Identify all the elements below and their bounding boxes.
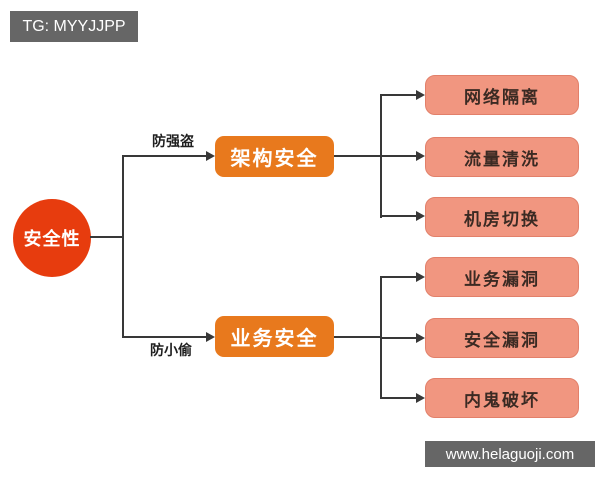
- connector-line: [380, 155, 418, 157]
- connector-line: [90, 236, 123, 238]
- leaf-node-security-vulnerability: 安全漏洞: [425, 318, 579, 358]
- edge-label-anti-thief: 防小偷: [150, 342, 192, 358]
- watermark-badge-top: TG: MYYJJPP: [10, 11, 138, 42]
- connector-line: [380, 337, 418, 339]
- leaf-node-insider-sabotage: 内鬼破坏: [425, 378, 579, 418]
- arrowhead-icon: [416, 210, 425, 221]
- connector-line: [334, 155, 381, 157]
- connector-line: [334, 336, 381, 338]
- connector-line: [380, 397, 418, 399]
- arrowhead-icon: [416, 332, 425, 343]
- leaf-node-network-isolation: 网络隔离: [425, 75, 579, 115]
- connector-line: [122, 336, 208, 338]
- leaf-node-business-vulnerability: 业务漏洞: [425, 257, 579, 297]
- leaf-node-traffic-cleaning: 流量清洗: [425, 137, 579, 177]
- edge-label-anti-robber: 防强盗: [152, 133, 194, 149]
- connector-line: [380, 94, 418, 96]
- connector-line: [122, 155, 208, 157]
- connector-line: [122, 155, 124, 338]
- leaf-node-datacenter-switch: 机房切换: [425, 197, 579, 237]
- arrowhead-icon: [416, 271, 425, 282]
- connector-line: [380, 276, 418, 278]
- arrowhead-icon: [206, 331, 215, 342]
- branch-node-architecture-security: 架构安全: [215, 136, 334, 177]
- watermark-badge-url: www.helaguoji.com: [425, 441, 595, 467]
- arrowhead-icon: [416, 150, 425, 161]
- arrowhead-icon: [206, 150, 215, 161]
- root-node-security: 安全性: [13, 199, 91, 277]
- arrowhead-icon: [416, 89, 425, 100]
- branch-node-business-security: 业务安全: [215, 316, 334, 357]
- connector-line: [380, 215, 418, 217]
- arrowhead-icon: [416, 392, 425, 403]
